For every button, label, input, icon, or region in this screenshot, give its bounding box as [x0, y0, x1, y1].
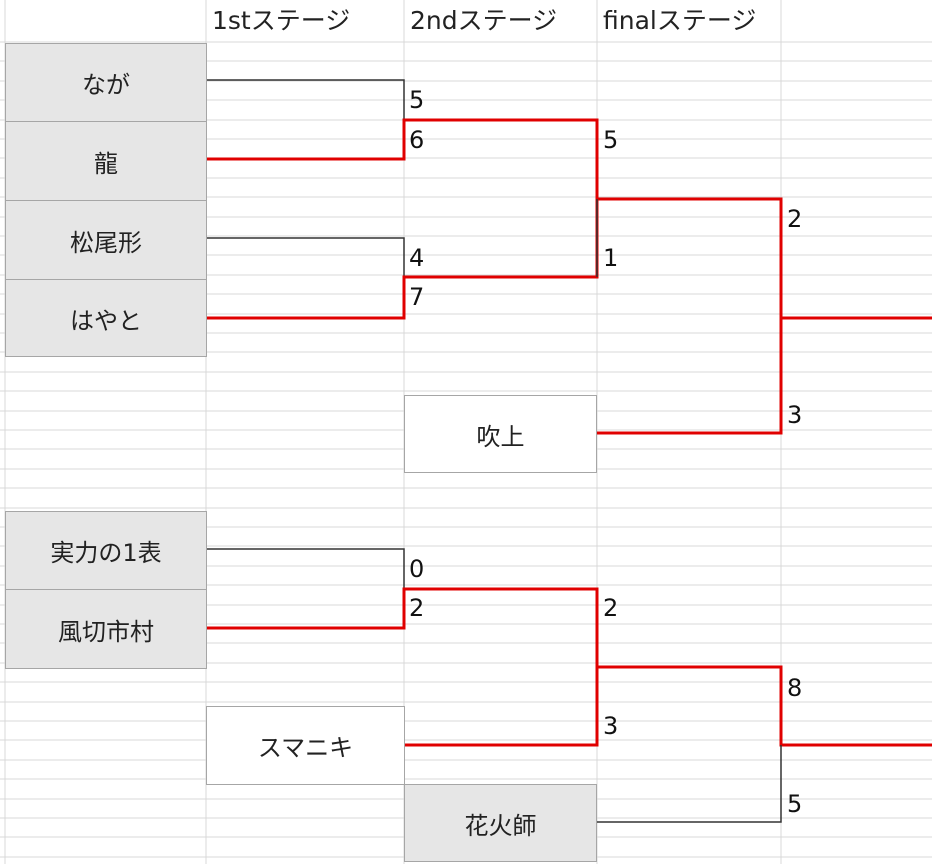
score-sumaniki-final: 8	[787, 674, 803, 702]
player-matsuo[interactable]: 松尾形	[5, 200, 207, 280]
score-ryu-final: 2	[787, 205, 803, 233]
stage-header-1st: 1stステージ	[212, 6, 351, 35]
score-hayato-r2: 1	[603, 244, 619, 272]
player-naga[interactable]: なが	[5, 43, 207, 122]
score-kazakiri-r2: 2	[603, 594, 619, 622]
score-fukiage-final: 3	[787, 401, 803, 429]
player-kazakiri[interactable]: 風切市村	[5, 589, 207, 669]
bracket-line-ryu	[206, 118, 783, 318]
score-jitsuryoku-r1: 0	[409, 555, 425, 583]
player-hanabishi[interactable]: 花火師	[404, 784, 597, 862]
score-ryu-r2: 5	[603, 126, 619, 154]
score-naga-r1: 5	[409, 86, 425, 114]
bracket-line-jitsuryoku	[206, 548, 405, 589]
player-sumaniki[interactable]: スマニキ	[206, 706, 405, 785]
bracket-line-sumaniki	[405, 665, 932, 747]
score-hanabishi-final: 5	[787, 790, 803, 818]
stage-header-2nd: 2ndステージ	[410, 6, 558, 35]
stage-header-final: finalステージ	[603, 6, 757, 35]
player-ryu[interactable]: 龍	[5, 121, 207, 201]
score-ryu-r1: 6	[409, 126, 425, 154]
bracket-lines	[206, 79, 932, 823]
player-jitsuryoku[interactable]: 実力の1表	[5, 511, 207, 590]
score-hayato-r1: 7	[409, 283, 425, 311]
bracket-line-kazakiri	[206, 587, 599, 667]
player-fukiage[interactable]: 吹上	[404, 395, 597, 473]
score-kazakiri-r1: 2	[409, 594, 425, 622]
bracket-line-matsuo	[206, 237, 405, 277]
bracket-line-naga	[206, 79, 405, 120]
player-hayato[interactable]: はやと	[5, 279, 207, 357]
score-matsuo-r1: 4	[409, 244, 425, 272]
score-sumaniki-r2: 3	[603, 712, 619, 740]
bracket-line-fukiage	[597, 316, 932, 435]
bracket-line-hanabishi	[597, 745, 782, 823]
